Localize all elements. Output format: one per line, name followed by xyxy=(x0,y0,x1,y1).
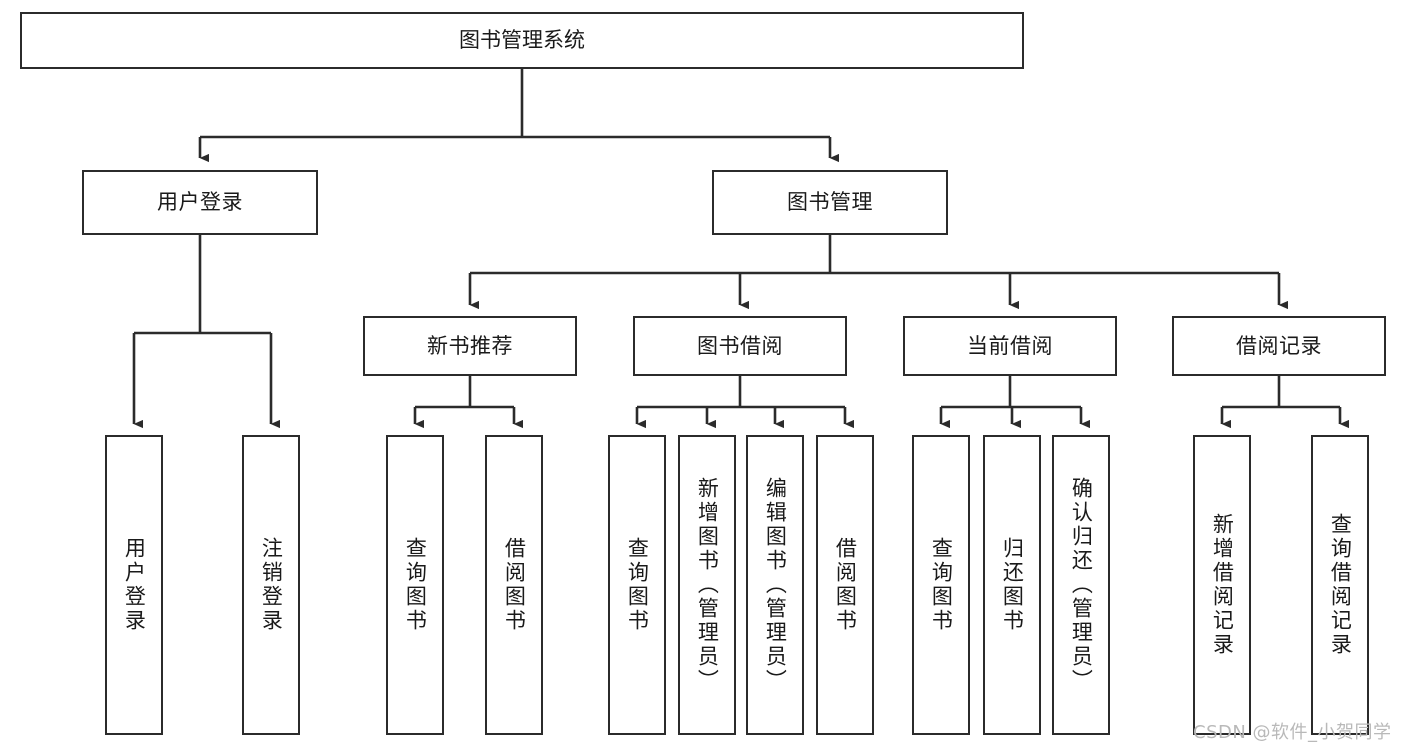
leaf-add-book-admin-label: 新增图书（管理员） xyxy=(695,477,720,693)
node-root[interactable]: 图书管理系统 xyxy=(20,12,1024,69)
leaf-edit-book-admin-label: 编辑图书（管理员） xyxy=(763,477,788,693)
node-user-login-label: 用户登录 xyxy=(157,190,243,215)
leaf-query-book-recommend[interactable]: 查询图书 xyxy=(386,435,444,735)
node-new-book-recommend-label: 新书推荐 xyxy=(427,333,513,358)
leaf-borrow-book-label: 借阅图书 xyxy=(833,537,858,633)
leaf-user-login-label: 用户登录 xyxy=(122,537,147,633)
csdn-watermark: CSDN @软件_小贺同学 xyxy=(1193,722,1392,743)
node-root-label: 图书管理系统 xyxy=(459,28,585,53)
leaf-borrow-book[interactable]: 借阅图书 xyxy=(816,435,874,735)
leaf-borrow-book-recommend-label: 借阅图书 xyxy=(502,537,527,633)
node-borrow-record-label: 借阅记录 xyxy=(1236,333,1322,358)
leaf-query-book-current[interactable]: 查询图书 xyxy=(912,435,970,735)
leaf-query-borrow-record[interactable]: 查询借阅记录 xyxy=(1311,435,1369,735)
leaf-return-book-label: 归还图书 xyxy=(1000,537,1025,633)
node-current-borrow-label: 当前借阅 xyxy=(967,333,1053,358)
leaf-query-book-current-label: 查询图书 xyxy=(929,537,954,633)
node-borrow-record[interactable]: 借阅记录 xyxy=(1172,316,1386,376)
leaf-logout[interactable]: 注销登录 xyxy=(242,435,300,735)
leaf-query-book[interactable]: 查询图书 xyxy=(608,435,666,735)
leaf-edit-book-admin[interactable]: 编辑图书（管理员） xyxy=(746,435,804,735)
leaf-borrow-book-recommend[interactable]: 借阅图书 xyxy=(485,435,543,735)
leaf-add-borrow-record-label: 新增借阅记录 xyxy=(1210,513,1235,657)
node-book-borrow[interactable]: 图书借阅 xyxy=(633,316,847,376)
node-book-management[interactable]: 图书管理 xyxy=(712,170,948,235)
leaf-confirm-return-admin[interactable]: 确认归还（管理员） xyxy=(1052,435,1110,735)
node-new-book-recommend[interactable]: 新书推荐 xyxy=(363,316,577,376)
leaf-query-book-recommend-label: 查询图书 xyxy=(403,537,428,633)
leaf-query-borrow-record-label: 查询借阅记录 xyxy=(1328,513,1353,657)
leaf-add-book-admin[interactable]: 新增图书（管理员） xyxy=(678,435,736,735)
leaf-add-borrow-record[interactable]: 新增借阅记录 xyxy=(1193,435,1251,735)
leaf-return-book[interactable]: 归还图书 xyxy=(983,435,1041,735)
node-user-login[interactable]: 用户登录 xyxy=(82,170,318,235)
leaf-user-login[interactable]: 用户登录 xyxy=(105,435,163,735)
node-book-borrow-label: 图书借阅 xyxy=(697,333,783,358)
node-book-management-label: 图书管理 xyxy=(787,190,873,215)
node-current-borrow[interactable]: 当前借阅 xyxy=(903,316,1117,376)
leaf-confirm-return-admin-label: 确认归还（管理员） xyxy=(1069,477,1094,693)
leaf-query-book-label: 查询图书 xyxy=(625,537,650,633)
leaf-logout-label: 注销登录 xyxy=(259,537,284,633)
